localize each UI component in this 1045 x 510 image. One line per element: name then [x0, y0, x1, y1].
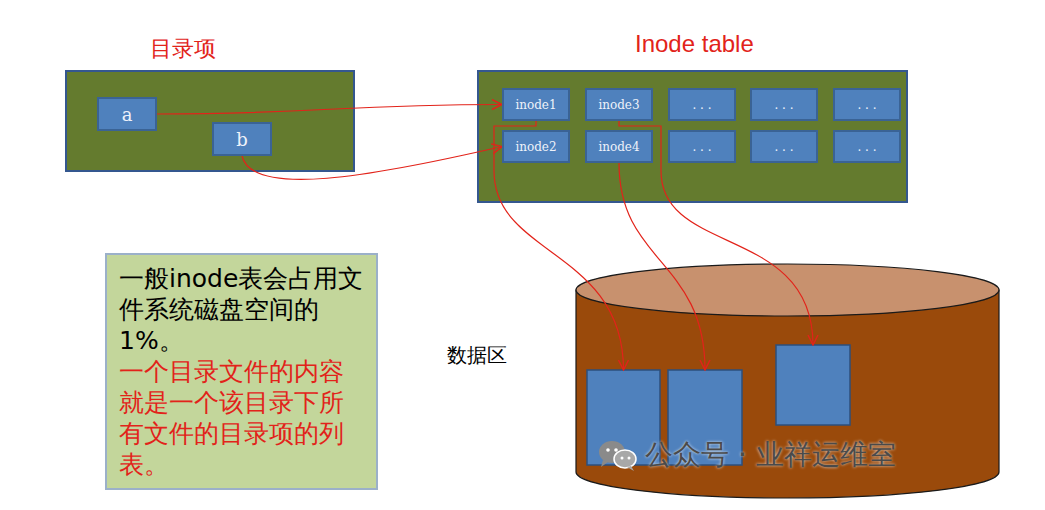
label-text: a: [122, 104, 133, 125]
data-block: [776, 345, 850, 425]
inode-box: inode2: [502, 130, 570, 163]
wechat-icon: [597, 438, 639, 472]
label-text: 公众号 · 业祥运维室: [645, 436, 896, 474]
label-text: . . .: [692, 140, 711, 154]
label-text: inode3: [598, 98, 639, 112]
inode-box: . . .: [750, 88, 818, 121]
note-box: 一般inode表会占用文件系统磁盘空间的1%。一个目录文件的内容就是一个该目录下…: [105, 253, 378, 490]
label-text: b: [236, 129, 248, 150]
inode-box: . . .: [668, 130, 736, 163]
inode-box: inode4: [585, 130, 653, 163]
watermark: 公众号 · 业祥运维室: [597, 436, 896, 474]
inode-box: inode3: [585, 88, 653, 121]
inode-box: inode1: [502, 88, 570, 121]
label-text: Inode table: [635, 30, 754, 58]
entry-box: a: [97, 97, 157, 131]
inode-box: . . .: [750, 130, 818, 163]
label-text: 数据区: [447, 342, 507, 369]
label-text: . . .: [774, 140, 793, 154]
label-text: 一般inode表会占用文件系统磁盘空间的1%。: [119, 263, 364, 356]
label-text: . . .: [857, 98, 876, 112]
label-text: 目录项: [150, 34, 216, 64]
label-text: inode2: [515, 140, 556, 154]
inode-box: . . .: [668, 88, 736, 121]
label-text: . . .: [774, 98, 793, 112]
label-text: . . .: [857, 140, 876, 154]
entry-box: b: [212, 122, 272, 156]
inode-box: . . .: [833, 88, 901, 121]
label-text: inode4: [598, 140, 639, 154]
inode-box: . . .: [833, 130, 901, 163]
label-text: 一个目录文件的内容就是一个该目录下所有文件的目录项的列表。: [119, 356, 364, 480]
directory-entry-panel: 目录项ab: [65, 70, 355, 172]
label-text: inode1: [515, 98, 556, 112]
inode-table-panel: Inode tableinode1inode3. . .. . .. . .in…: [477, 70, 908, 203]
label-text: . . .: [692, 98, 711, 112]
